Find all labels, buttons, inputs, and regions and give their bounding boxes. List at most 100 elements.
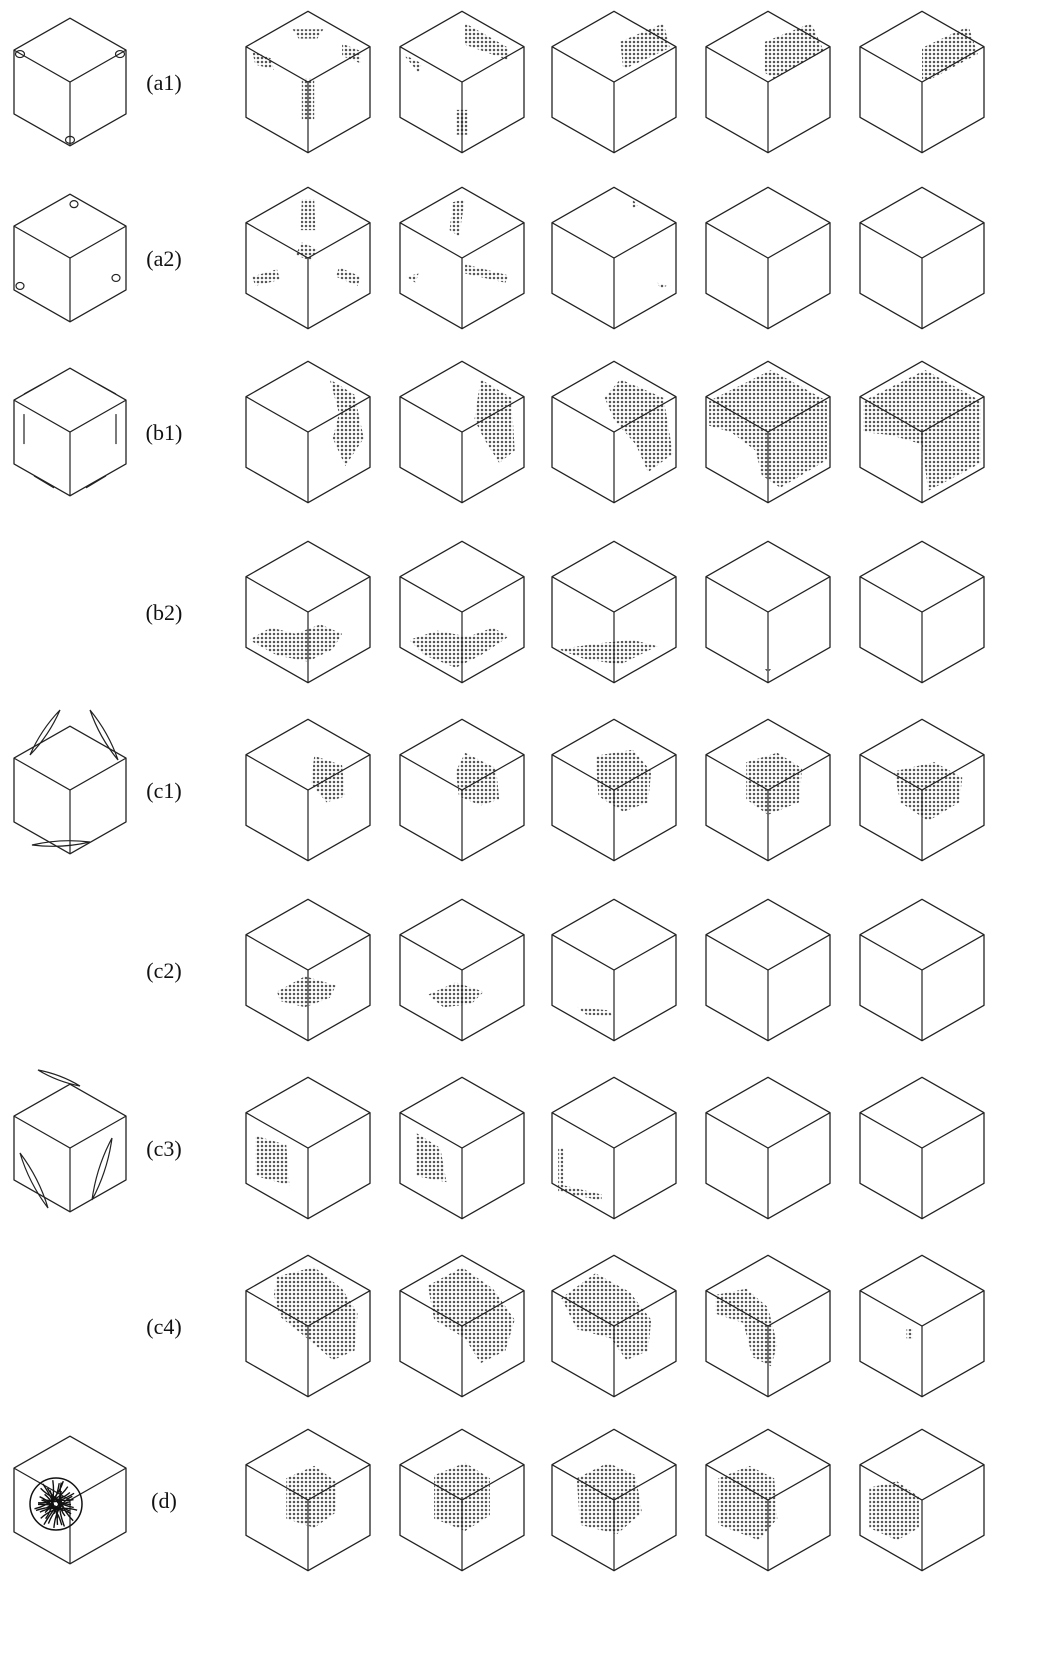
frame-cube-c4-4 — [706, 1255, 830, 1396]
frame-cube-a1-4 — [706, 11, 830, 152]
row-label: (c4) — [146, 1314, 181, 1339]
defect-cube-b1 — [14, 368, 126, 496]
frame-cube-d-1 — [246, 1429, 370, 1570]
shaded-region — [450, 199, 466, 236]
row-label: (a1) — [146, 70, 181, 95]
row-b1: (b1) — [14, 361, 984, 502]
defect-loop-icon — [32, 841, 90, 847]
frame-cube-c2-1 — [246, 899, 370, 1040]
defect-loop-icon — [20, 1153, 48, 1208]
shaded-region — [620, 23, 670, 70]
shaded-region — [465, 23, 508, 60]
frame-cube-a2-3 — [552, 187, 676, 328]
defect-ring-icon — [112, 274, 120, 281]
shaded-region — [595, 750, 651, 812]
defect-loop-icon — [38, 1070, 80, 1086]
frame-cube-c1-4 — [706, 719, 830, 860]
row-c3: (c3) — [14, 1070, 984, 1219]
defect-segment-icon — [86, 476, 106, 488]
frame-cube-d-5 — [860, 1429, 984, 1570]
shaded-region — [869, 1481, 919, 1540]
frame-cube-b1-5 — [860, 361, 984, 502]
frame-cube-b2-3 — [552, 541, 676, 682]
frame-cube-a1-2 — [400, 11, 524, 152]
row-a2: (a2) — [14, 187, 984, 328]
defect-cube-c3 — [14, 1070, 126, 1212]
defect-cube-d — [14, 1436, 126, 1564]
frame-cube-c2-2 — [400, 899, 524, 1040]
row-label: (a2) — [146, 246, 181, 271]
frame-cube-c4-3 — [552, 1255, 676, 1396]
frame-cube-c1-5 — [860, 719, 984, 860]
shaded-region — [922, 26, 978, 79]
shaded-region — [894, 762, 962, 821]
defect-segment-icon — [98, 384, 116, 394]
defect-loop-icon — [90, 710, 118, 760]
frame-cube-b2-1 — [246, 541, 370, 682]
shaded-region — [296, 243, 318, 262]
shaded-region — [286, 1466, 336, 1528]
frame-cube-c1-3 — [552, 719, 676, 860]
frame-cube-c3-3 — [552, 1077, 676, 1218]
defect-cube-a2 — [14, 194, 126, 322]
frame-cube-a1-5 — [860, 11, 984, 152]
defect-cube-a1 — [14, 18, 126, 146]
row-c1: (c1) — [14, 710, 984, 861]
shaded-region — [605, 379, 673, 472]
frame-cube-c2-3 — [552, 899, 676, 1040]
shaded-region — [249, 624, 342, 661]
frame-cube-c4-5 — [860, 1255, 984, 1396]
frame-cube-d-2 — [400, 1429, 524, 1570]
row-label: (d) — [151, 1488, 177, 1513]
frame-cube-d-4 — [706, 1429, 830, 1570]
row-c4: (c4) — [146, 1255, 984, 1396]
frame-cube-c4-1 — [246, 1255, 370, 1396]
defect-ring-icon — [70, 201, 78, 208]
frame-cube-b1-4 — [706, 361, 830, 502]
frame-cube-d-3 — [552, 1429, 676, 1570]
frame-cube-c1-2 — [400, 719, 524, 860]
frame-cube-c3-1 — [246, 1077, 370, 1218]
row-label: (c1) — [146, 778, 181, 803]
shaded-region — [406, 274, 418, 283]
frame-cube-c3-5 — [860, 1077, 984, 1218]
row-d: (d) — [14, 1429, 984, 1570]
defect-tangle-icon — [30, 1478, 82, 1530]
frame-cube-c3-4 — [706, 1077, 830, 1218]
defect-segment-icon — [34, 476, 54, 488]
frame-cube-a2-5 — [860, 187, 984, 328]
shaded-region — [428, 982, 484, 1007]
row-c2: (c2) — [146, 899, 984, 1040]
shaded-region — [558, 640, 657, 665]
frame-cube-b1-1 — [246, 361, 370, 502]
frame-cube-c1-1 — [246, 719, 370, 860]
frame-cube-c4-2 — [400, 1255, 524, 1396]
frame-cube-b2-5 — [860, 541, 984, 682]
defect-ring-icon — [16, 282, 24, 289]
shaded-region — [765, 23, 824, 79]
frame-cube-b2-4 — [706, 541, 830, 682]
shaded-region — [416, 1133, 447, 1183]
shaded-region — [336, 267, 361, 286]
defect-loop-icon — [30, 710, 60, 755]
frame-cube-a2-4 — [706, 187, 830, 328]
shaded-region — [657, 283, 666, 289]
row-label: (c3) — [146, 1136, 181, 1161]
shaded-region — [465, 264, 508, 283]
frame-cube-a1-3 — [552, 11, 676, 152]
shaded-region — [293, 29, 324, 38]
shaded-region — [301, 199, 316, 230]
shaded-region — [561, 1273, 651, 1360]
row-a1: (a1) — [14, 11, 984, 152]
row-label: (c2) — [146, 958, 181, 983]
shaded-region — [255, 1136, 289, 1186]
shaded-region — [558, 1148, 601, 1201]
defect-segment-icon — [24, 384, 42, 394]
shaded-region — [907, 1329, 913, 1338]
row-label: (b2) — [146, 600, 183, 625]
frame-cube-b1-3 — [552, 361, 676, 502]
shaded-region — [252, 269, 280, 286]
shaded-region — [277, 976, 336, 1007]
shaded-region — [577, 1463, 642, 1534]
